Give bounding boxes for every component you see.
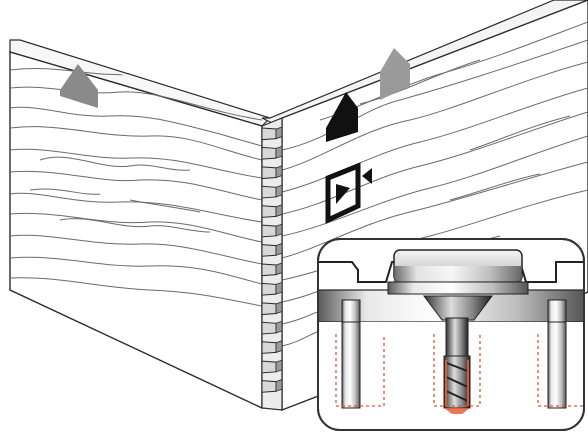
dovetail-finger: [261, 224, 277, 238]
dovetail-finger: [261, 127, 277, 141]
dovetail-finger: [261, 244, 277, 257]
dovetail-finger-side: [275, 243, 283, 256]
triangle-marker-black-icon: [326, 92, 358, 142]
router-bit-inset: [317, 238, 585, 431]
dovetail-finger-side: [275, 126, 283, 140]
front-board: [9, 39, 272, 410]
dovetail-finger: [261, 282, 277, 296]
dovetail-finger-side: [275, 301, 283, 315]
dovetail-finger-side: [275, 262, 283, 276]
dovetail-finger: [261, 360, 277, 374]
dovetail-finger: [261, 166, 277, 180]
dovetail-finger-side: [275, 359, 283, 373]
dovetail-finger-side: [275, 145, 283, 159]
dovetail-finger: [261, 321, 277, 335]
dovetail-finger-side: [275, 204, 283, 217]
dovetail-finger: [261, 185, 277, 199]
triangle-marker-gray-icon: [380, 48, 410, 100]
dovetail-finger: [261, 263, 277, 277]
dovetail-finger: [261, 146, 277, 160]
dovetail-finger-side: [275, 165, 283, 179]
dovetail-finger-side: [275, 340, 283, 353]
dovetail-finger-side: [275, 281, 283, 295]
square-with-triangle-icon: [325, 162, 372, 224]
dovetail-fingers: [261, 126, 283, 393]
triangle-marker-gray-icon: [60, 64, 98, 108]
dovetail-finger-side: [275, 184, 283, 198]
dovetail-finger-side: [275, 223, 283, 237]
dovetail-finger: [261, 302, 277, 316]
dovetail-finger: [261, 380, 277, 393]
dovetail-finger: [261, 205, 277, 218]
dovetail-finger: [261, 341, 277, 354]
dovetail-finger-side: [275, 379, 283, 392]
dovetail-finger-side: [275, 320, 283, 334]
